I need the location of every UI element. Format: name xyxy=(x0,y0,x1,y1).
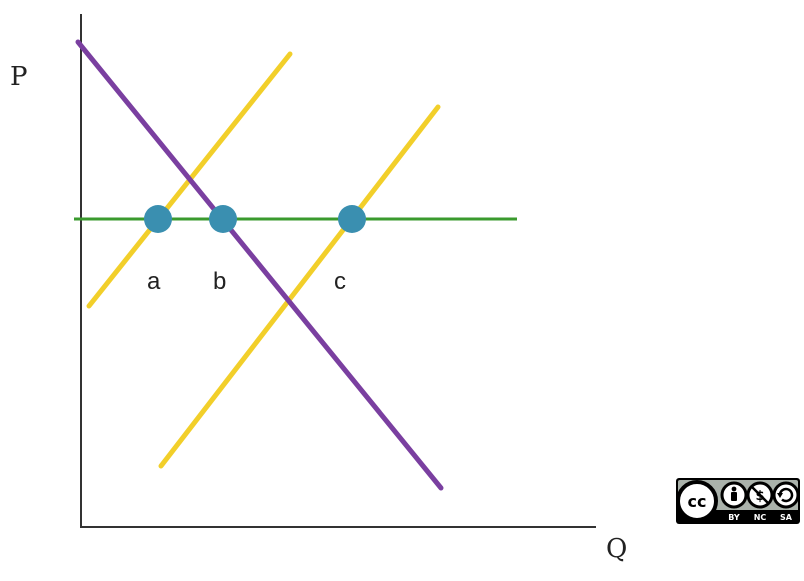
svg-text:BY: BY xyxy=(728,513,740,522)
y-axis-label: P xyxy=(10,62,28,92)
demand-curve xyxy=(75,39,444,491)
point-b xyxy=(209,205,237,233)
svg-text:NC: NC xyxy=(754,513,767,522)
svg-text:SA: SA xyxy=(780,513,793,522)
supply-curve-2 xyxy=(158,104,441,469)
point-label-a: a xyxy=(147,268,161,295)
svg-text:cc: cc xyxy=(688,492,707,511)
point-c xyxy=(338,205,366,233)
x-axis-label: Q xyxy=(606,534,628,564)
point-a xyxy=(144,205,172,233)
point-label-b: b xyxy=(213,268,227,295)
creative-commons-by-nc-sa-icon: cc $ BY NC SA xyxy=(676,478,800,524)
point-label-c: c xyxy=(334,268,346,295)
